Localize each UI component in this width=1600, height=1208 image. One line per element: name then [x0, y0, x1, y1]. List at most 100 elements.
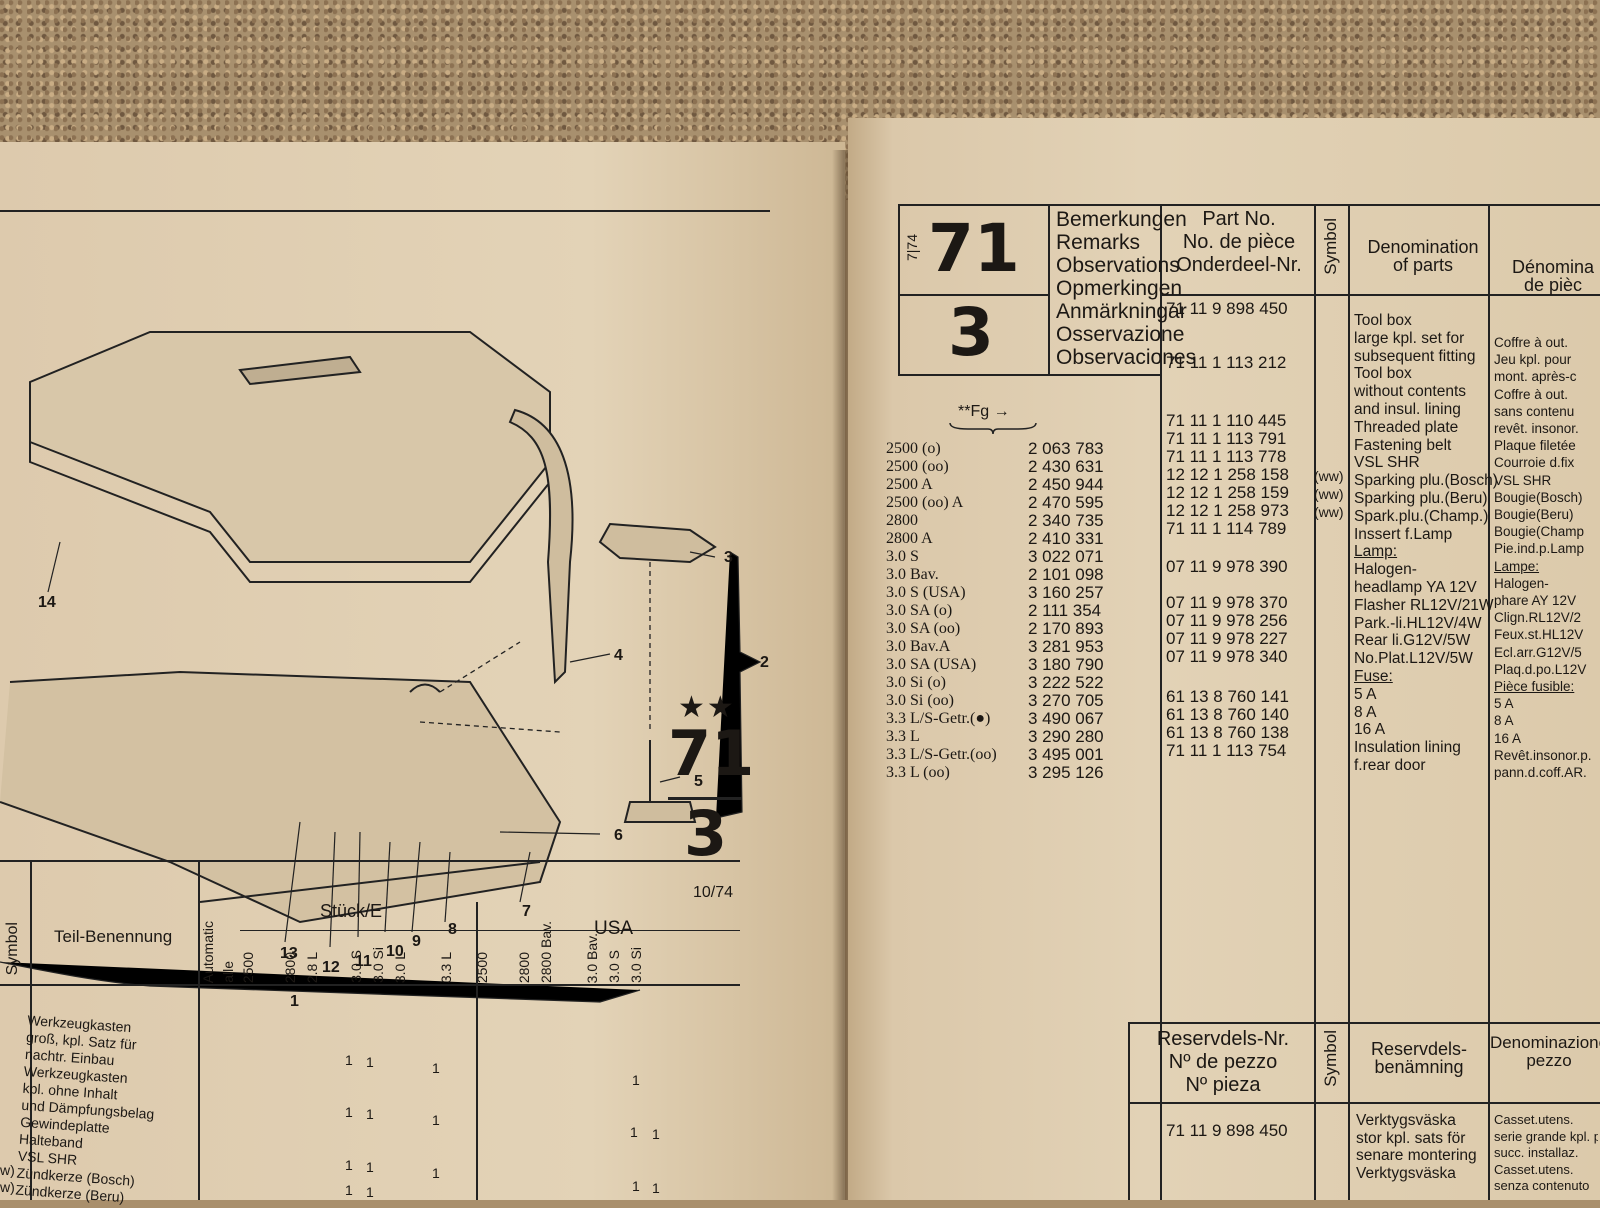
header-line: Part No.	[1202, 208, 1276, 230]
callout-8: 8	[448, 921, 457, 938]
table-header-rule	[0, 984, 740, 986]
header-bottom-rule	[898, 374, 1160, 376]
fg-number: 2 470 595	[1028, 493, 1104, 512]
denomination: Tool box	[1354, 365, 1412, 383]
name-header: Teil-Benennung	[54, 927, 173, 946]
fg-number: 3 022 071	[1028, 547, 1104, 566]
denom-col-right-rule	[1488, 204, 1490, 1200]
callout-13: 13	[280, 945, 298, 962]
fg-number: 3 180 790	[1028, 655, 1104, 674]
date-code: 7|74	[904, 234, 920, 261]
denomination-fr: 16 A	[1494, 730, 1522, 746]
model-list: 2500 (o) 2500 (oo) 2500 A 2500 (oo) A 28…	[886, 440, 997, 782]
symbol-header: Symbol	[4, 922, 21, 976]
group-divider	[668, 797, 742, 800]
stueck-header: Stück/E	[320, 901, 383, 921]
denomination: headlamp YA 12V	[1354, 578, 1477, 596]
model-col: 2800	[516, 951, 532, 983]
denomination: 16 A	[1354, 721, 1386, 739]
qty-mark: 1	[345, 1182, 353, 1198]
usa-header: USA	[594, 918, 634, 939]
fg-number: 2 410 331	[1028, 529, 1104, 548]
model-col: alle	[220, 961, 236, 983]
model-col: 3.0 Bav.	[584, 932, 600, 983]
denomination-fr-header: Dénomina de pièc	[1508, 258, 1598, 294]
denomination-fr: Plaq.d.po.L12V	[1494, 661, 1587, 677]
qty-mark: 1	[345, 1052, 353, 1068]
left-page: 14 3 4 2 5 6 7 8 9 10 11 12 13 1 ★★ 71 3…	[0, 142, 845, 1205]
denomination-fr: Bougie(Bosch)	[1494, 489, 1583, 505]
symbol-mark: w)	[0, 1179, 15, 1195]
qty-mark: 1	[432, 1112, 440, 1128]
model-entry: 2500 (o)	[886, 440, 941, 457]
denomination-fr: pann.d.coff.AR.	[1494, 765, 1587, 781]
denomination-it: Casset.utens.	[1494, 1161, 1574, 1177]
denomination-sv: Verktygsväska	[1356, 1164, 1456, 1182]
badge-divider	[898, 294, 1048, 296]
callout-6: 6	[614, 827, 623, 844]
part-number: 71 11 9 898 450	[1166, 299, 1288, 318]
denomination-fr-list: Coffre à out. Jeu kpl. pour mont. après-…	[1494, 334, 1598, 781]
model-entry: 3.3 L (oo)	[886, 764, 950, 781]
remarks-label: Osservazione	[1056, 323, 1185, 346]
remarks-label: Opmerkingen	[1056, 277, 1183, 300]
part-number: 07 11 9 978 390	[1166, 557, 1288, 576]
fg-number: 2 450 944	[1028, 475, 1104, 494]
model-entry: 3.3 L/S-Getr.(oo)	[886, 746, 997, 763]
denomination: Insulation lining	[1354, 739, 1461, 757]
qty-mark: 1	[345, 1104, 353, 1120]
denomination-fr: VSL SHR	[1494, 472, 1552, 488]
header-line: No. de pièce	[1182, 231, 1296, 253]
fg-number: 3 222 522	[1028, 673, 1104, 692]
remarks-label: Observations	[1056, 254, 1180, 277]
part-number: 12 12 1 258 159	[1166, 483, 1289, 502]
denomination-sv: senare montering	[1356, 1147, 1477, 1164]
callout-14: 14	[38, 594, 56, 611]
model-entry: 2800	[886, 512, 918, 529]
stars-mark: ★★	[678, 690, 736, 725]
fg-number: 3 290 280	[1028, 727, 1104, 746]
fg-number: 3 490 067	[1028, 709, 1104, 728]
model-entry: 3.3 L/S-Getr.(●)	[886, 710, 991, 727]
qty-mark: 1	[432, 1165, 440, 1181]
denominazione-header: Denominazione pezzo	[1490, 1034, 1600, 1070]
denomination: No.Plat.L12V/5W	[1354, 650, 1473, 668]
name-col-rule	[198, 860, 200, 1200]
fg-number: 2 101 098	[1028, 565, 1104, 584]
model-subheader-rule	[240, 930, 740, 931]
model-entry: 3.0 Bav.	[886, 566, 939, 583]
denomination-fr: Pièce fusible:	[1494, 679, 1575, 695]
denomination-fr: Clign.RL12V/2	[1494, 610, 1582, 626]
denomination-en-list: Tool box large kpl. set for subsequent f…	[1354, 312, 1498, 775]
header-line: Denominazione	[1489, 1033, 1600, 1052]
qty-mark: 1	[345, 1157, 353, 1173]
fg-number: 2 170 893	[1028, 619, 1104, 638]
denomination-fr: phare AY 12V	[1494, 593, 1577, 609]
header-left-rule	[898, 204, 900, 374]
bottom-table-header-rule	[1128, 1102, 1600, 1104]
remarks-label: Bemerkungen	[1056, 208, 1187, 231]
fg-number: 2 063 783	[1028, 439, 1104, 458]
denomination-fr: Jeu kpl. pour	[1494, 352, 1572, 368]
callout-12: 12	[322, 959, 340, 976]
model-col: 2800 Bav.	[538, 920, 554, 983]
header-line: Nº de pezzo	[1168, 1051, 1278, 1073]
part-number: 71 11 1 113 791	[1166, 429, 1287, 448]
denomination: Tool box	[1354, 312, 1412, 329]
callout-7: 7	[522, 903, 531, 920]
fg-number: 2 111 354	[1028, 601, 1102, 620]
model-entry: 3.3 L	[886, 728, 920, 745]
part-number: 71 11 1 113 778	[1166, 447, 1287, 466]
part-number: 07 11 9 978 227	[1166, 629, 1288, 648]
denomination: Sparking plu.(Bosch)	[1354, 472, 1498, 490]
model-col: 2800	[282, 951, 298, 983]
group-number: 71	[928, 210, 1020, 287]
usa-col-rule	[476, 902, 478, 1200]
model-entry: 3.0 Bav.A	[886, 638, 951, 655]
denomination: f.rear door	[1354, 756, 1426, 774]
denomination-fr: Bougie(Champ	[1494, 524, 1585, 540]
header-line: of parts	[1392, 255, 1454, 275]
benamning-header: Reservdels- benämning	[1354, 1040, 1484, 1076]
sub-number: 3	[684, 797, 728, 870]
model-col: 3.0 S	[348, 950, 364, 983]
